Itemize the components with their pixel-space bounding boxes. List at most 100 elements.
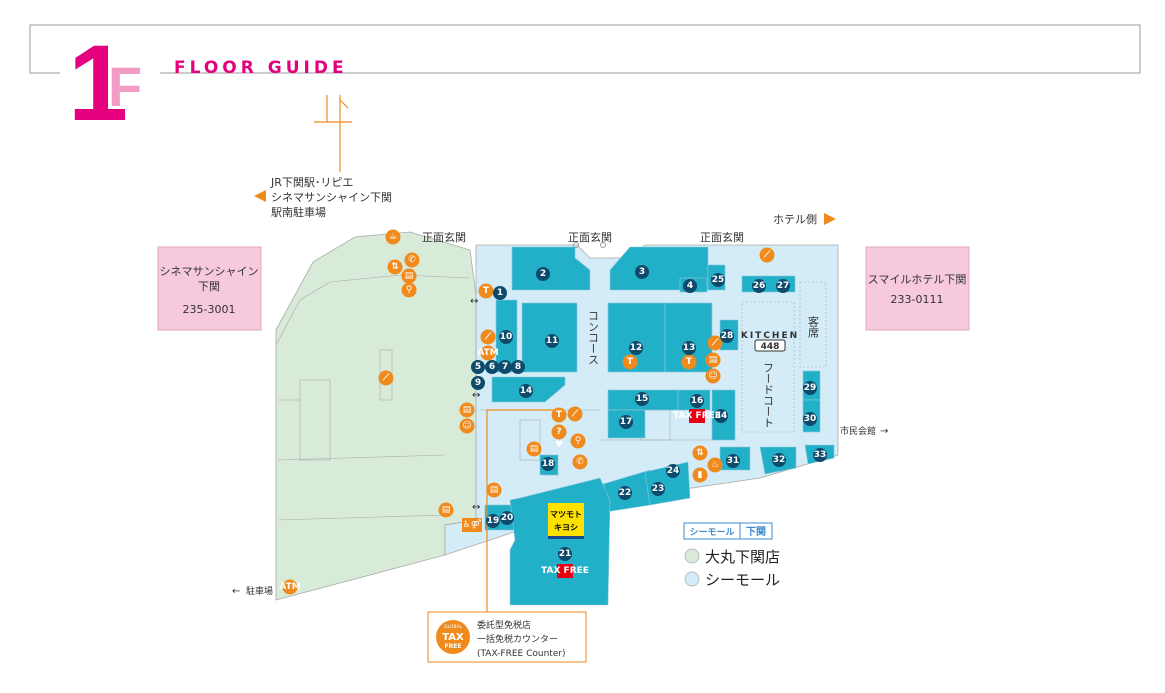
smile-hotel-box[interactable]: スマイルホテル下関 233-0111: [865, 246, 970, 331]
shop-number: 34: [715, 411, 728, 421]
shop-marker-10[interactable]: 10: [499, 330, 513, 344]
marker-circle: [618, 486, 632, 500]
shop-number: 3: [639, 267, 645, 277]
shop-marker-30[interactable]: 30: [803, 412, 817, 426]
shop-marker-31[interactable]: 31: [726, 454, 740, 468]
shop-marker-32[interactable]: 32: [772, 453, 786, 467]
marker-circle: [813, 448, 827, 462]
shop-marker-11[interactable]: 11: [545, 334, 559, 348]
shop-marker-34[interactable]: 34: [714, 409, 728, 423]
information-icon: ?: [551, 424, 567, 440]
svg-text:ATM: ATM: [477, 348, 498, 358]
svg-text:☕: ☕: [389, 232, 397, 242]
daimaru-legend-label: 大丸下関店: [705, 548, 780, 566]
shop-marker-24[interactable]: 24: [666, 464, 680, 478]
shop-marker-19[interactable]: 19: [486, 514, 500, 528]
shop-marker-7[interactable]: 7: [498, 360, 512, 374]
shop-number: 32: [773, 455, 786, 465]
baby-room-icon: ☺: [459, 418, 475, 434]
marker-circle: [772, 453, 786, 467]
main-entrance-label: 正面玄関: [422, 230, 466, 244]
shop-marker-2[interactable]: 2: [536, 267, 550, 281]
shop-number: 12: [630, 343, 643, 353]
connection-arrows: ↔ ↔ ↔: [470, 296, 480, 513]
shop-marker-22[interactable]: 22: [618, 486, 632, 500]
svg-text:⟋: ⟋: [382, 372, 390, 383]
shop-marker-6[interactable]: 6: [485, 360, 499, 374]
shop-marker-20[interactable]: 20: [500, 511, 514, 525]
shop-number: 8: [515, 362, 521, 372]
wheelchair-toilet-icon: ♿⚤: [462, 518, 482, 532]
shop-21-brand-logo: マツモト キヨシ: [548, 503, 584, 539]
marker-circle: [776, 279, 790, 293]
floor-letter: F: [108, 55, 142, 118]
svg-text:☺: ☺: [708, 370, 717, 381]
shop-marker-25[interactable]: 25: [711, 273, 725, 287]
shop-marker-17[interactable]: 17: [619, 415, 633, 429]
shop-marker-14[interactable]: 14: [519, 384, 533, 398]
shop-marker-23[interactable]: 23: [651, 482, 665, 496]
taxfree-counter-box[interactable]: GLOBAL TAX FREE 委託型免税店 一括免税カウンター (TAX-FR…: [427, 611, 587, 663]
svg-text:▤: ▤: [442, 505, 451, 515]
double-arrow-icon: ↔: [472, 502, 480, 513]
shop-marker-28[interactable]: 28: [720, 329, 734, 343]
shop-marker-21[interactable]: 21: [558, 547, 572, 561]
svg-text:☺: ☺: [462, 420, 471, 431]
cinema-phone: 235-3001: [183, 303, 236, 316]
tax-free-badge: TAX FREE: [541, 564, 589, 578]
taxfree-line1: 委託型免税店: [477, 619, 531, 631]
svg-text:T: T: [483, 286, 490, 296]
double-arrow-icon: ↔: [470, 296, 478, 307]
shop-number: 6: [489, 362, 495, 372]
stroller-icon: ⚲: [570, 433, 586, 449]
marker-circle: [752, 279, 766, 293]
escalator-icon: ⟋: [707, 335, 723, 351]
shop-marker-4[interactable]: 4: [683, 279, 697, 293]
shop-number: 7: [502, 362, 508, 372]
logo-text: シーモール: [689, 527, 734, 538]
shop-marker-12[interactable]: 12: [629, 341, 643, 355]
cinema-sunshine-box[interactable]: シネマサンシャイン 下関 235-3001: [157, 246, 262, 331]
shop-marker-5[interactable]: 5: [471, 360, 485, 374]
double-arrow-icon: ↔: [472, 390, 480, 401]
shop-marker-13[interactable]: 13: [682, 341, 696, 355]
arrow-left-icon: ←: [232, 586, 240, 597]
marker-circle: [536, 267, 550, 281]
cinema-name: シネマサンシャイン: [160, 265, 259, 278]
smoking-icon: ♨: [707, 457, 723, 473]
marker-circle: [651, 482, 665, 496]
floor-number: 1: [68, 22, 128, 143]
phone-icon: ✆: [572, 454, 588, 470]
marker-circle: [629, 341, 643, 355]
shop-number: 27: [777, 281, 790, 291]
marker-circle: [541, 457, 555, 471]
seamall-logo: シーモール 下関: [683, 522, 773, 540]
marker-circle: [511, 360, 525, 374]
marker-circle: [720, 329, 734, 343]
shop-marker-15[interactable]: 15: [635, 392, 649, 406]
shop-marker-26[interactable]: 26: [752, 279, 766, 293]
shop-marker-18[interactable]: 18: [541, 457, 555, 471]
elevator-icon: ▤: [486, 482, 502, 498]
shop-marker-8[interactable]: 8: [511, 360, 525, 374]
shop-marker-16[interactable]: 16: [690, 394, 704, 408]
shop-number: 11: [546, 336, 559, 346]
elevator-icon: ▤: [401, 268, 417, 284]
shop-number: 21: [559, 549, 572, 559]
shop-marker-1[interactable]: 1: [493, 286, 507, 300]
shop-number: 2: [540, 269, 546, 279]
shop-marker-3[interactable]: 3: [635, 265, 649, 279]
hotel-name: スマイルホテル下関: [868, 273, 967, 286]
shop-marker-9[interactable]: 9: [471, 376, 485, 390]
elevator-icon: ▤: [705, 352, 721, 368]
shop-marker-29[interactable]: 29: [803, 381, 817, 395]
shop-marker-33[interactable]: 33: [813, 448, 827, 462]
shop-number: 19: [487, 516, 500, 526]
shop-number: 14: [520, 386, 533, 396]
shop-marker-27[interactable]: 27: [776, 279, 790, 293]
parking-label: 駐車場: [246, 585, 273, 597]
shop-number: 20: [501, 513, 514, 523]
water-icon: ▮: [692, 467, 708, 483]
